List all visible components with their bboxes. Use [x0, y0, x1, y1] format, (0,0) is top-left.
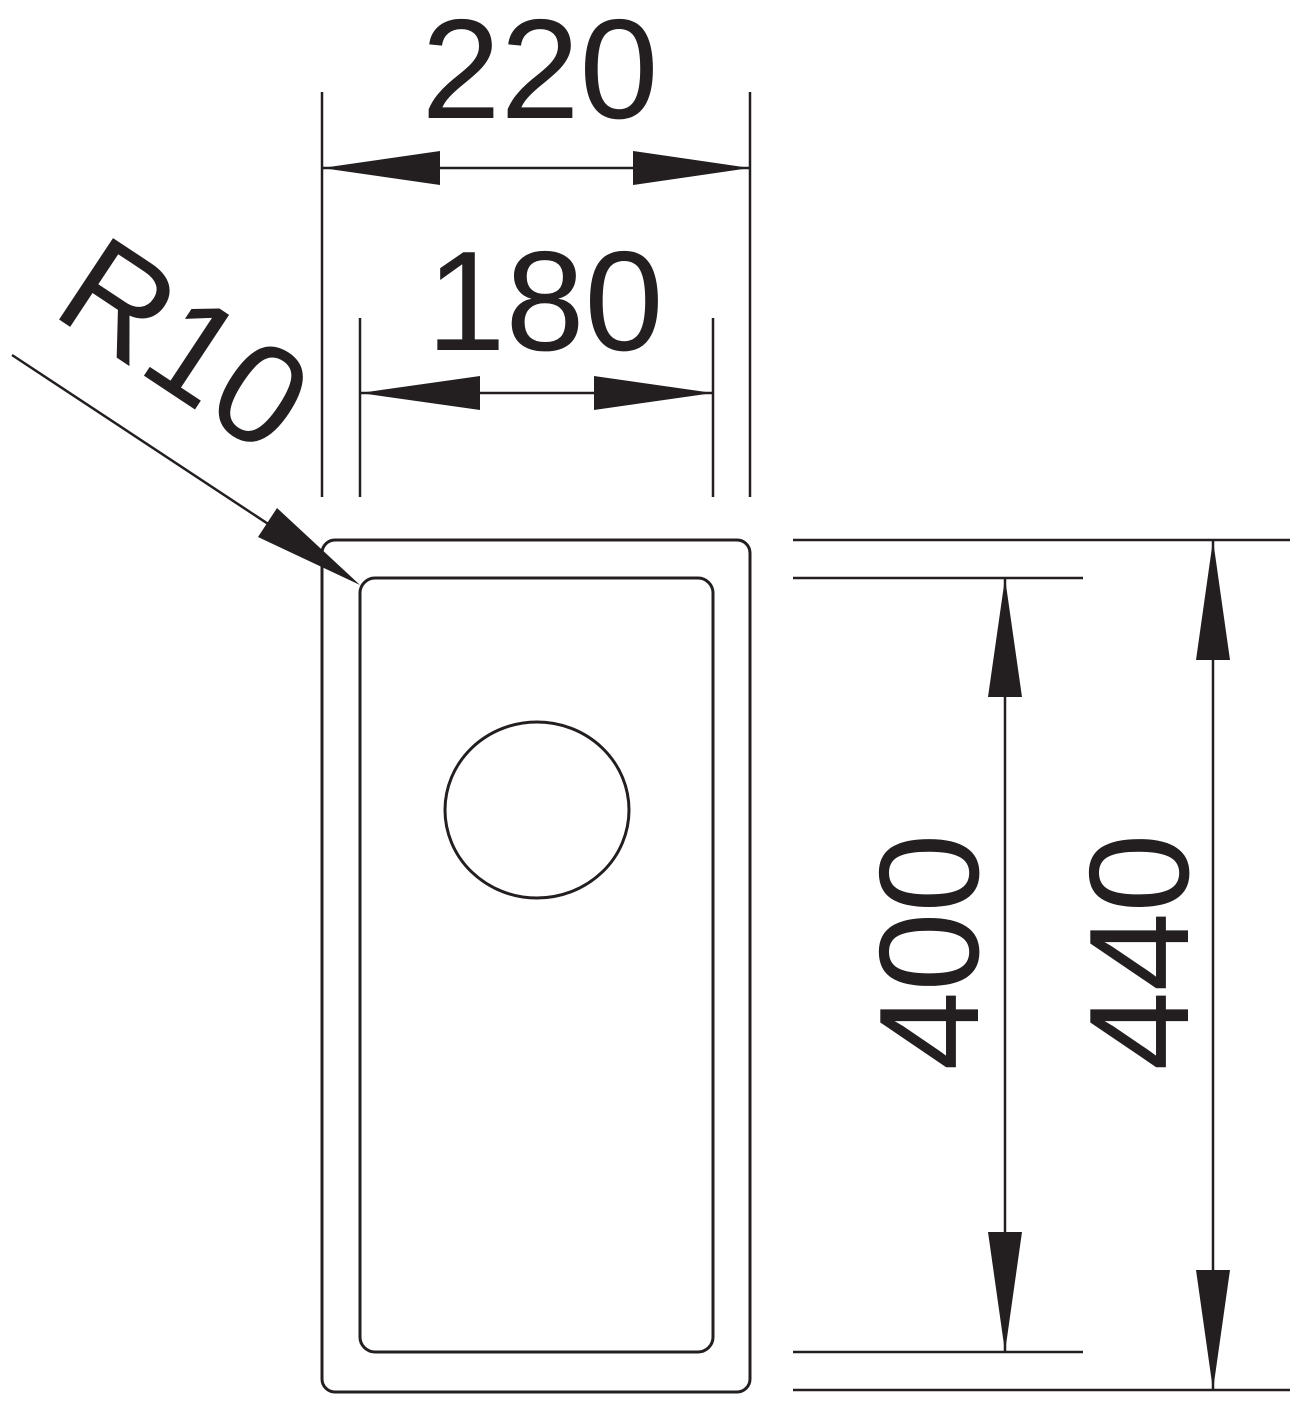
sink-inner-bowl [358, 576, 715, 1354]
drain-hole [443, 720, 631, 900]
leader-line [11, 353, 301, 547]
outer-length-label: 440 [1060, 834, 1219, 1071]
corner-radius-label: R10 [32, 206, 337, 482]
leader-arrowhead [258, 508, 360, 585]
sink-outer-outline [320, 538, 752, 1394]
inner-length-label: 400 [850, 834, 1009, 1071]
arrowhead-top [988, 578, 1022, 697]
corner-radius-callout: R10 [11, 206, 360, 585]
length-dimensions: 400 440 [793, 538, 1290, 1392]
arrowhead-left [360, 376, 480, 410]
outer-width-label: 220 [422, 0, 659, 149]
arrowhead-bottom [1196, 1270, 1230, 1390]
arrowhead-right [633, 151, 750, 185]
arrowhead-right [594, 376, 713, 410]
arrowhead-top [1196, 540, 1230, 660]
inner-width-label: 180 [427, 222, 664, 381]
outer-width-dimension: 220 [320, 0, 752, 497]
arrowhead-bottom [988, 1232, 1022, 1352]
inner-width-dimension: 180 [358, 222, 715, 497]
arrowhead-left [322, 151, 440, 185]
